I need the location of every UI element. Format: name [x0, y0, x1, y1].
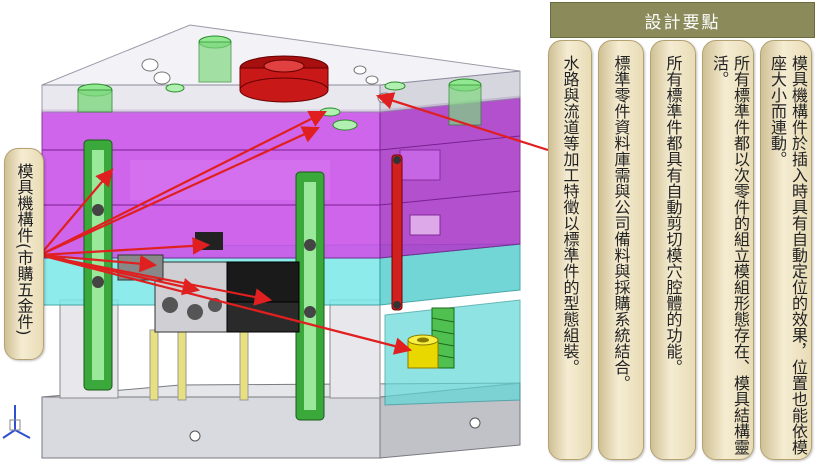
left-label-text: 模具機構件(市購五金件) [14, 163, 34, 336]
note-text-3: 所有標準件都具有自動剪切模穴腔體的功能。 [663, 55, 683, 375]
note-scroll-1: 模具機構件於插入時具有自動定位的效果，位置也能依模座大小而連動。 [760, 40, 812, 460]
note-text-2: 所有標準件都以次零件的組立模組形態存在、模具結構靈活。 [710, 55, 750, 455]
note-scroll-2: 所有標準件都以次零件的組立模組形態存在、模具結構靈活。 [702, 40, 754, 460]
yellow-collar [407, 334, 439, 369]
note-text-5: 水路與流道等加工特徵以標準件的型態組裝。 [560, 55, 580, 375]
title-box: 設計要點 [550, 2, 815, 38]
pointer-arrows [39, 92, 549, 355]
left-label-scroll: 模具機構件(市購五金件) [4, 148, 44, 360]
sprue-bushing [239, 55, 329, 103]
magenta-plates [41, 95, 521, 259]
note-scroll-5: 水路與流道等加工特徵以標準件的型態組裝。 [548, 40, 592, 460]
axis-triad-icon [2, 405, 31, 439]
note-text-4: 標準零件資料庫需與公司備料與採購系統結合。 [611, 55, 631, 391]
note-scroll-4: 標準零件資料庫需與公司備料與採購系統結合。 [598, 40, 644, 460]
guide-bushings [77, 35, 482, 131]
note-scroll-3: 所有標準件都具有自動剪切模穴腔體的功能。 [650, 40, 696, 460]
note-text-1: 模具機構件於插入時具有自動定位的效果，位置也能依模座大小而連動。 [768, 55, 808, 455]
red-strap [391, 154, 403, 311]
side-straps [83, 139, 325, 421]
top-plate [41, 24, 521, 113]
